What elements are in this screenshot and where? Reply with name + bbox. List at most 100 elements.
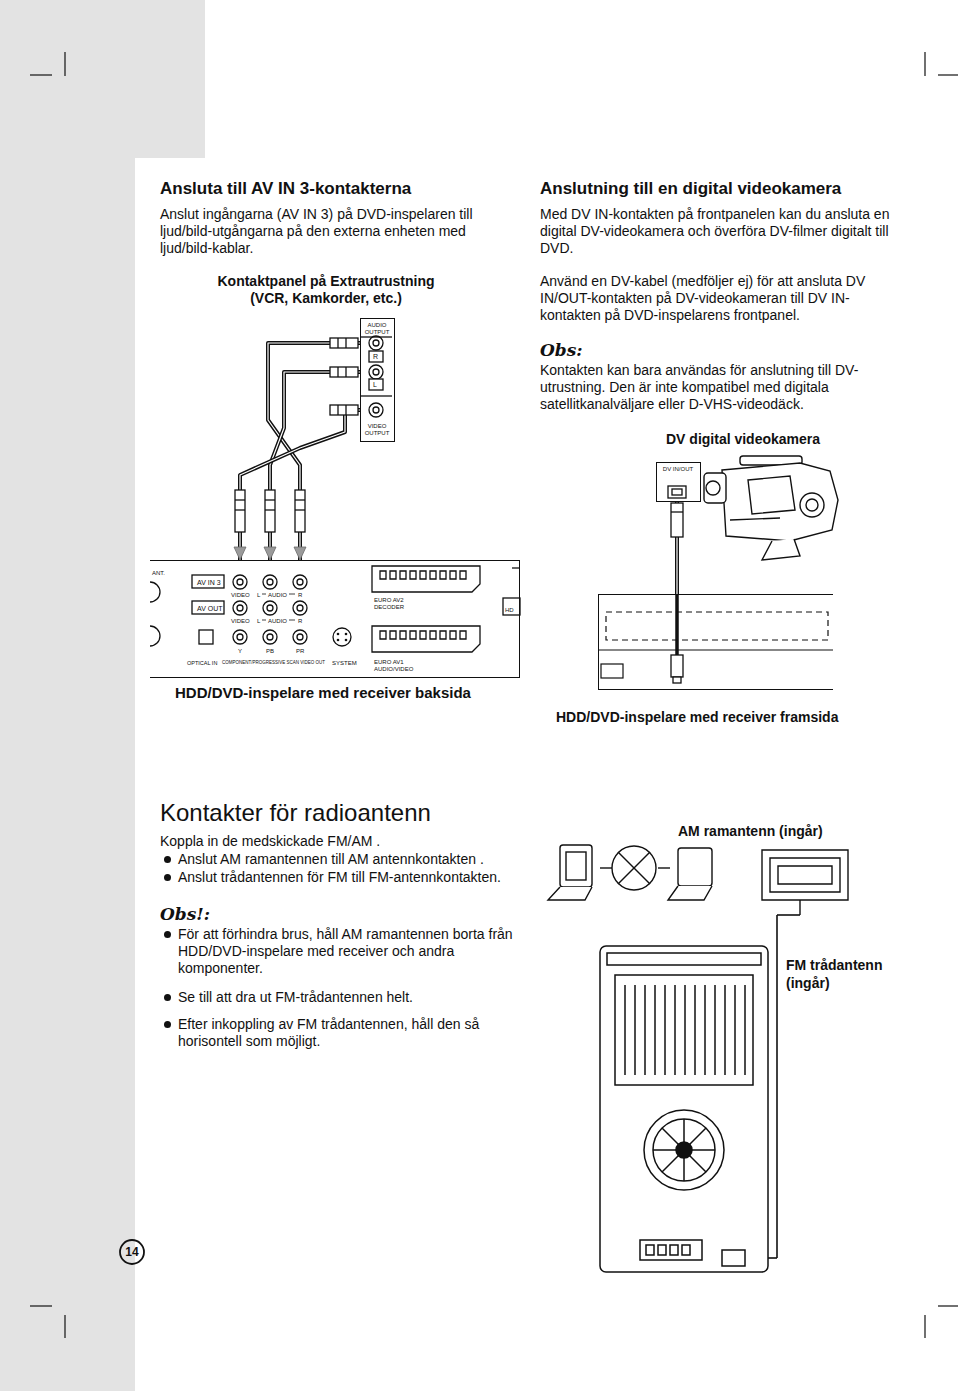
rca-plug-part (345, 367, 346, 377)
dv-cable-plug-part (671, 503, 683, 537)
fm-wire-part (777, 914, 800, 916)
rear-panel-jack-part (233, 630, 247, 644)
camcorder-part (706, 481, 720, 495)
rear-panel-jack-part (333, 628, 351, 646)
rear-panel-jack-part (267, 605, 273, 611)
channel-label: L (257, 592, 260, 599)
body-text: Med DV IN-kontakten på frontpanelen kan … (540, 206, 905, 257)
body-text: Kontakten kan bara användas för anslutni… (540, 362, 905, 413)
am-antenna-assembly-part (618, 852, 650, 884)
receiver-subwoofer-part (653, 1119, 715, 1181)
rear-panel-jack-part (150, 626, 160, 646)
rear-panel-jack-part (293, 601, 307, 615)
rca-plug-part (235, 499, 245, 500)
port-label: VIDEO OUTPUT (362, 423, 392, 437)
front-panel-detail (598, 612, 833, 678)
equipment-jack-part (369, 351, 383, 362)
rear-panel-jack-part (192, 601, 224, 614)
front-panel-detail-part (601, 664, 623, 678)
bullet-text: För att förhindra brus, håll AM ramanten… (178, 926, 533, 977)
rear-panel-jack-part (237, 579, 243, 585)
receiver-subwoofer (600, 946, 768, 1272)
equipment-jack-part (373, 407, 379, 413)
channel-label: PR (296, 648, 304, 655)
panel-caption: HDD/DVD-inspelare med receiver baksida (175, 684, 471, 702)
cable-line (270, 372, 360, 560)
bullet-dot (164, 931, 171, 938)
body-text: Använd en DV-kabel (medföljer ej) för at… (540, 273, 905, 324)
port-label: OPTICAL IN (187, 660, 217, 667)
camcorder-part (800, 493, 824, 517)
scart-connector-part (380, 631, 466, 639)
receiver-subwoofer-part (600, 946, 768, 1272)
rca-plug-part (265, 490, 275, 532)
section-title: Kontakter för radioantenn (160, 799, 431, 827)
camcorder-part (806, 499, 818, 511)
port-label: VIDEO (231, 618, 250, 625)
rca-plug-part (345, 405, 346, 415)
page-number-circle-part (120, 1240, 144, 1264)
channel-label: R (298, 592, 302, 599)
crop-mark-part (30, 1305, 52, 1306)
camcorder-part (704, 473, 726, 503)
am-antenna-assembly-part (560, 845, 592, 887)
dv-cable-plug (671, 503, 683, 683)
rear-panel-jack-part (263, 601, 277, 615)
callout-label: FM trådantenn (ingår) (786, 956, 901, 992)
port-label: HD (505, 607, 514, 614)
cable-connector (264, 372, 360, 560)
am-antenna-assembly (548, 845, 848, 915)
receiver-subwoofer-part (625, 985, 745, 1075)
device-heading: DV digital videokamera (666, 431, 820, 448)
rca-plug-part (337, 338, 338, 348)
rear-panel-jack-part (293, 630, 307, 644)
front-panel-detail-part (606, 612, 828, 640)
cable-line (268, 343, 360, 560)
body-text: Anslut ingångarna (AV IN 3) på DVD-inspe… (160, 206, 505, 257)
s-video-pin-part (345, 633, 348, 636)
cable-connector (234, 410, 360, 560)
rear-panel-jack-part (297, 634, 303, 640)
receiver-subwoofer-part (615, 975, 753, 1085)
audio-dash-part (289, 594, 295, 595)
rca-plug-part (295, 490, 305, 532)
section-heading: Anslutning till en digital videokamera (540, 179, 841, 199)
channel-label: L (373, 381, 377, 389)
rear-panel: AV IN 3VIDEOLAUDIORAV OUTVIDEOLAUDIORYPB… (150, 560, 520, 678)
receiver-subwoofer-part (607, 953, 761, 965)
rca-plug-part (337, 405, 338, 415)
s-video-pin-part (337, 639, 340, 642)
channel-label: L (257, 618, 260, 625)
dv-port-part (672, 489, 682, 495)
equipment-jack-part (373, 369, 379, 375)
page-number-circle (120, 1240, 144, 1264)
rca-plug-part (330, 405, 358, 415)
channel-label: Y (238, 648, 242, 655)
audio-dash-part (262, 594, 266, 595)
dv-port-box: DV digital videokameraDV IN/OUT (656, 462, 701, 502)
port-label: EURO AV1 AUDIO/VIDEO (374, 659, 424, 673)
port-label: ANT. (152, 570, 165, 577)
arrow-head (264, 547, 276, 560)
camcorder (704, 456, 838, 560)
front-panel: HDD/DVD-inspelare med receiver framsida (598, 594, 833, 690)
port-label: DV IN/OUT (658, 466, 698, 473)
s-video-pin-part (337, 633, 340, 636)
rear-panel-jack-part (267, 579, 273, 585)
rca-plug-part (295, 499, 305, 500)
audio-dash-part (262, 620, 266, 621)
panel-heading: Kontaktpanel på Extrautrustning (VCR, Ka… (201, 273, 451, 307)
rca-plug (235, 338, 358, 532)
rear-panel-jack-part (233, 601, 247, 615)
rca-plug-part (265, 509, 275, 510)
dv-cable-plug-part (675, 594, 679, 655)
dv-cable-plug-part (671, 511, 683, 512)
port-label: AUDIO OUTPUT (362, 322, 392, 336)
dv-cable-plug-part (671, 655, 683, 677)
am-antenna-assembly-part (799, 900, 800, 915)
section-heading: Ansluta till AV IN 3-kontakterna (160, 179, 411, 199)
scart-connector-part (372, 566, 480, 592)
port-label: COMPONENT/PROGRESSIVE SCAN VIDEO OUT (222, 660, 325, 666)
front-panel-detail-part (598, 649, 833, 650)
